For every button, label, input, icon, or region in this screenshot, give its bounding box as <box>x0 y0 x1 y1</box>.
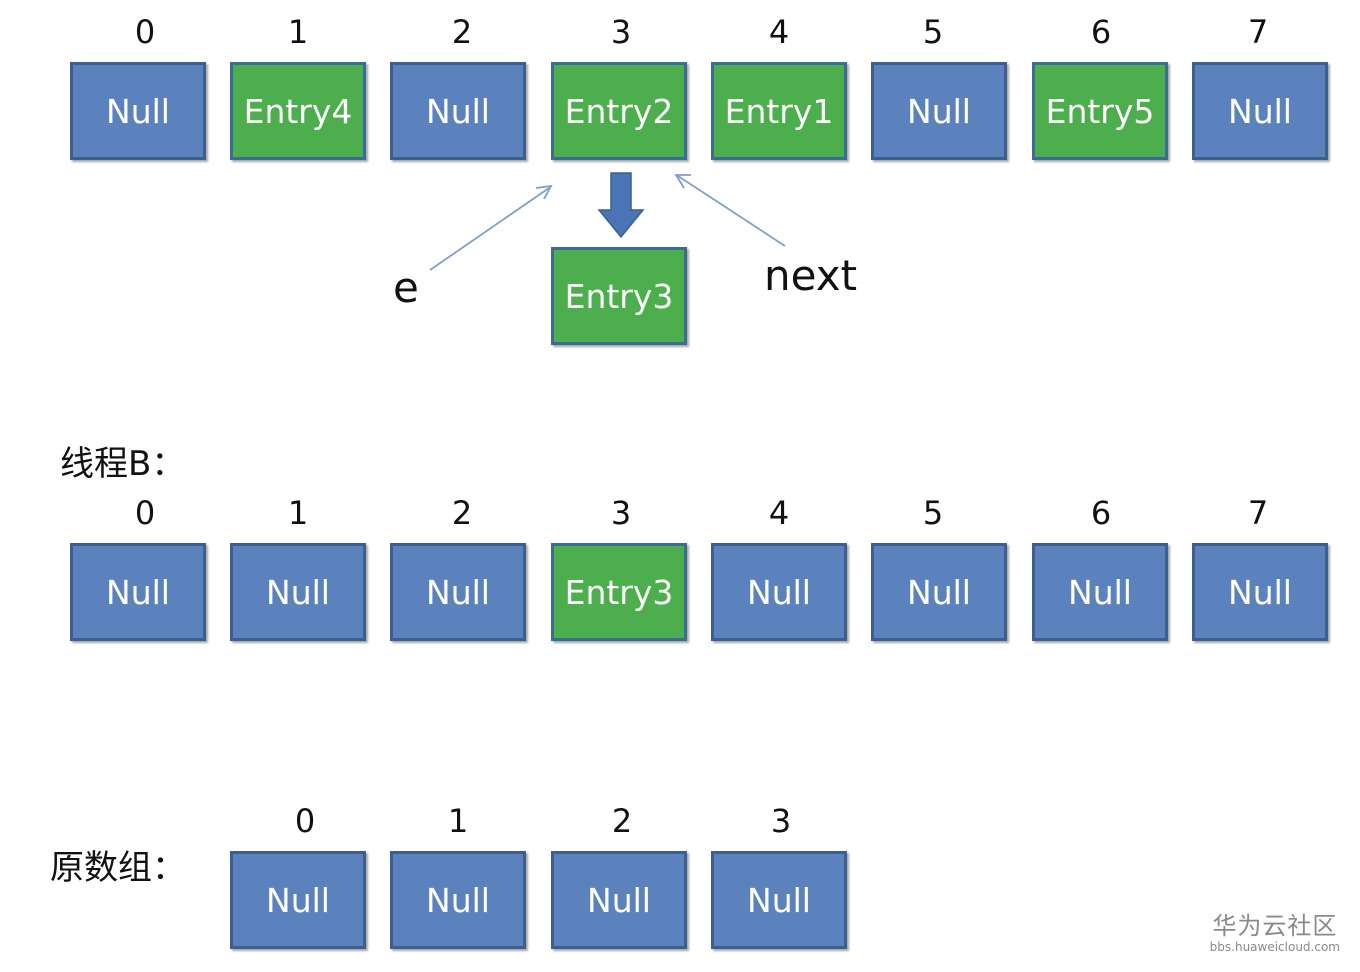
thread-b-cell-5: Null <box>871 543 1007 641</box>
original-cell-2: Null <box>551 851 687 949</box>
top-index-4: 4 <box>768 13 790 51</box>
top-index-1: 1 <box>287 13 309 51</box>
thread-b-cell-2: Null <box>390 543 526 641</box>
top-cell-4: Entry1 <box>711 62 847 160</box>
thread-b-index-2: 2 <box>451 494 473 532</box>
top-cell-0: Null <box>70 62 206 160</box>
thread-b-cell-0: Null <box>70 543 206 641</box>
original-index-3: 3 <box>770 802 792 840</box>
top-cell-5: Null <box>871 62 1007 160</box>
watermark-logo: 华为云社区 bbs.huaweicloud.com <box>1210 912 1340 954</box>
original-index-1: 1 <box>447 802 469 840</box>
top-index-2: 2 <box>451 13 473 51</box>
thread-b-index-1: 1 <box>287 494 309 532</box>
pointer-next-arrow <box>674 174 786 247</box>
watermark-brand: 华为云社区 <box>1212 912 1338 940</box>
thread-b-cell-3: Entry3 <box>551 543 687 641</box>
top-index-6: 6 <box>1090 13 1112 51</box>
thread-b-cell-1: Null <box>230 543 366 641</box>
thread-b-index-3: 3 <box>610 494 632 532</box>
thread-b-cell-4: Null <box>711 543 847 641</box>
top-index-7: 7 <box>1247 13 1269 51</box>
thread-b-label: 线程B： <box>60 444 186 484</box>
thread-b-cell-7: Null <box>1192 543 1328 641</box>
top-cell-6: Entry5 <box>1032 62 1168 160</box>
thread-b-index-6: 6 <box>1090 494 1112 532</box>
top-cell-1: Entry4 <box>230 62 366 160</box>
original-index-2: 2 <box>611 802 633 840</box>
original-array-label: 原数组： <box>50 848 186 888</box>
thread-b-index-0: 0 <box>134 494 156 532</box>
top-cell-3: Entry2 <box>551 62 687 160</box>
original-cell-1: Null <box>390 851 526 949</box>
top-index-3: 3 <box>610 13 632 51</box>
chain-node-entry3: Entry3 <box>551 247 687 345</box>
thread-b-index-4: 4 <box>768 494 790 532</box>
top-cell-7: Null <box>1192 62 1328 160</box>
original-index-0: 0 <box>294 802 316 840</box>
thread-b-index-7: 7 <box>1247 494 1269 532</box>
pointer-e-label: e <box>393 263 419 312</box>
top-index-5: 5 <box>922 13 944 51</box>
thread-b-index-5: 5 <box>922 494 944 532</box>
original-cell-3: Null <box>711 851 847 949</box>
top-cell-2: Null <box>390 62 526 160</box>
thread-b-cell-6: Null <box>1032 543 1168 641</box>
pointer-e-arrow <box>429 184 553 271</box>
top-index-0: 0 <box>134 13 156 51</box>
pointer-next-label: next <box>764 251 858 300</box>
original-cell-0: Null <box>230 851 366 949</box>
down-arrow-icon <box>597 172 645 239</box>
watermark-url: bbs.huaweicloud.com <box>1209 940 1340 954</box>
